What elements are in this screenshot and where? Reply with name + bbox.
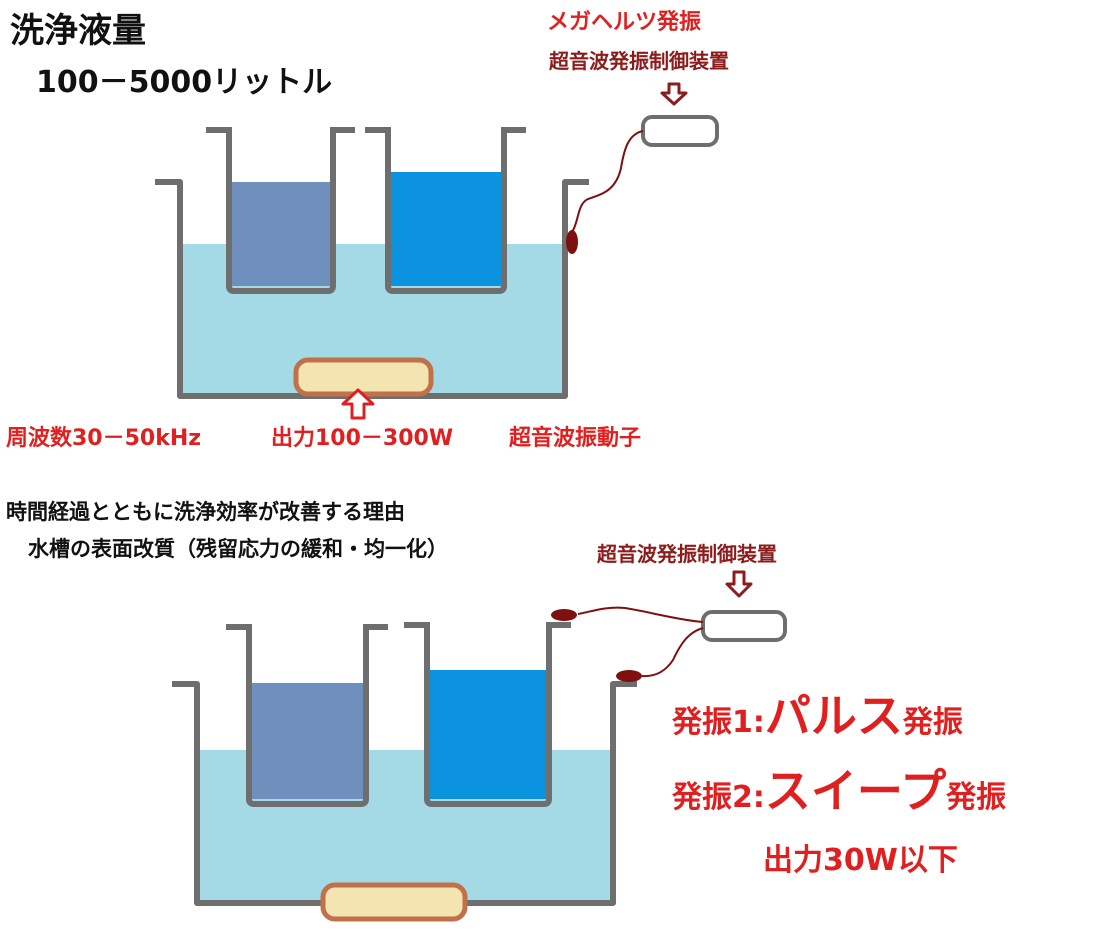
bottom-transducer (320, 882, 468, 922)
bottom-sensor-1 (551, 609, 577, 621)
bottom-controller-label: 超音波発振制御装置 (597, 542, 777, 566)
frequency-label: 周波数30－50kHz (6, 426, 202, 451)
bottom-inner-tank-2 (404, 622, 571, 807)
top-controller-box (641, 115, 719, 147)
top-inner-tank-1 (206, 127, 355, 294)
top-sensor (566, 230, 578, 254)
reason-title: 時間経過とともに洗浄効率が改善する理由 (6, 500, 405, 524)
oscillation-2-mode: スイープ (764, 764, 947, 818)
top-inner-tank-2-liquid (388, 172, 504, 286)
oscillation-1-mode: パルス (764, 689, 903, 743)
top-cable (571, 130, 644, 233)
top-power-label: 出力100－300W (271, 426, 454, 451)
bottom-setup (172, 570, 787, 922)
oscillation-2-label: 発振2:スイープ発振 (672, 768, 1006, 814)
bottom-controller-box (701, 610, 787, 642)
top-inner-tank-1-liquid (229, 182, 333, 286)
top-transducer-arrow-icon (341, 388, 375, 420)
top-controller-label: 超音波発振制御装置 (549, 49, 729, 73)
top-controller-arrow-icon (660, 82, 688, 106)
oscillation-2-suffix: 発振 (946, 780, 1007, 815)
bottom-inner-tank-1-liquid (249, 683, 366, 799)
oscillation-1-label: 発振1:パルス発振 (672, 693, 963, 739)
top-inner-tank-2 (365, 127, 526, 294)
bottom-sensor-2 (616, 670, 642, 682)
bottom-power-label: 出力30W以下 (763, 843, 958, 878)
oscillation-2-prefix: 発振2: (672, 780, 765, 815)
top-setup (155, 82, 719, 420)
top-transducer (293, 357, 434, 397)
bottom-inner-tank-2-liquid (427, 670, 549, 799)
bottom-cable-1 (577, 606, 704, 623)
transducer-label: 超音波振動子 (509, 426, 642, 451)
megahertz-oscillation-label: メガヘルツ発振 (547, 10, 702, 35)
bottom-inner-tank-1 (226, 624, 388, 807)
oscillation-1-prefix: 発振1: (672, 705, 765, 740)
oscillation-1-suffix: 発振 (902, 705, 963, 740)
cleaning-volume-title: 洗浄液量 (10, 11, 146, 51)
reason-detail: 水槽の表面改質（残留応力の緩和・均一化） (28, 537, 448, 561)
cleaning-volume-value: 100－5000リットル (36, 65, 333, 100)
bottom-controller-arrow-icon (725, 570, 753, 598)
bottom-cable-2 (641, 627, 704, 678)
